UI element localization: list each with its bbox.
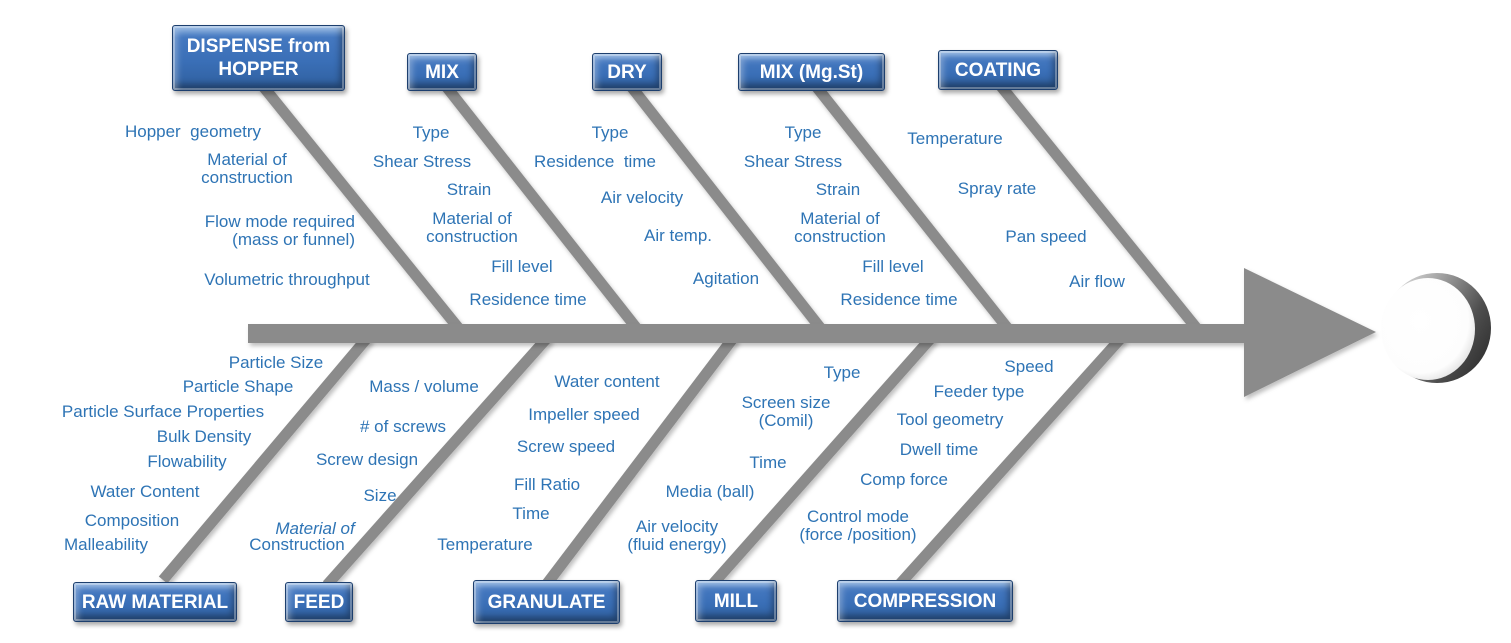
branch-box-feed: FEED (285, 582, 353, 622)
branch-box-dispense: DISPENSE from HOPPER (172, 25, 345, 91)
cause-flowability: Flowability (147, 452, 227, 471)
branch-box-mix-mgst: MIX (Mg.St) (738, 53, 885, 91)
cause-feed-construction: Construction (249, 535, 345, 554)
cause-dry-air-velocity: Air velocity (600, 188, 684, 207)
cause-mix-type: Type (412, 123, 450, 142)
cause-coating-air-flow: Air flow (1069, 272, 1125, 291)
cause-mix-material-of-construction: Material of construction (426, 209, 518, 246)
branch-box-mill-label: MILL (713, 590, 759, 612)
branch-line-dispense (257, 81, 465, 334)
cause-bulk-density: Bulk Density (156, 427, 252, 446)
cause-feeder-type: Feeder type (933, 382, 1025, 401)
cause-dry-agitation: Agitation (692, 269, 760, 288)
branch-box-raw-material-label: RAW MATERIAL (81, 591, 229, 613)
branch-box-compression-label: COMPRESSION (853, 590, 997, 612)
cause-tool-geometry: Tool geometry (896, 410, 1004, 429)
branch-box-dry-label: DRY (607, 61, 647, 83)
cause-dry-type: Type (591, 123, 629, 142)
cause-fill-ratio: Fill Ratio (513, 475, 581, 494)
branch-box-coating-label: COATING (954, 59, 1042, 81)
branch-line-raw-material (158, 333, 373, 584)
cause-coating-pan-speed: Pan speed (1005, 227, 1087, 246)
cause-mgst-type: Type (784, 123, 822, 142)
cause-mix-shear-stress: Shear Stress (372, 152, 472, 171)
arrowhead-icon (1244, 268, 1376, 397)
cause-impeller-speed: Impeller speed (528, 405, 640, 424)
branch-box-mix-label: MIX (425, 61, 459, 83)
branch-box-feed-label: FEED (293, 591, 345, 613)
cause-mgst-fill-level: Fill level (862, 257, 924, 276)
branch-line-compression (894, 333, 1127, 589)
cause-screen-size-comil: Screen size (Comil) (741, 393, 831, 430)
cause-particle-surface-properties: Particle Surface Properties (61, 402, 265, 421)
cause-coating-temperature: Temperature (907, 129, 1003, 148)
branch-line-feed (322, 333, 553, 589)
cause-mgst-residence-time: Residence time (840, 290, 958, 309)
cause-control-mode: Control mode (force /position) (799, 507, 917, 544)
branch-box-compression: COMPRESSION (837, 580, 1013, 622)
cause-volumetric-throughput: Volumetric throughput (204, 270, 370, 289)
cause-mix-residence-time: Residence time (469, 290, 587, 309)
branch-line-granulate (541, 333, 739, 589)
cause-number-of-screws: # of screws (360, 417, 446, 436)
cause-mix-strain: Strain (446, 180, 492, 199)
branch-line-dry (625, 81, 827, 334)
cause-water-content: Water Content (90, 482, 200, 501)
tablet-face (1381, 278, 1475, 380)
cause-flow-mode-required: Flow mode required (mass or funnel) (204, 212, 355, 249)
cause-granulate-time: Time (512, 504, 550, 523)
spine-line (248, 324, 1248, 343)
cause-mgst-material-of-construction: Material of construction (794, 209, 886, 246)
branch-box-granulate: GRANULATE (473, 580, 620, 624)
cause-malleability: Malleability (63, 535, 149, 554)
cause-dispense-material-of-construction: Material of construction (201, 150, 293, 187)
branch-box-raw-material: RAW MATERIAL (73, 582, 237, 622)
branch-line-mill (707, 333, 937, 589)
branch-box-mill: MILL (695, 580, 777, 622)
cause-screw-speed: Screw speed (516, 437, 616, 456)
branch-box-granulate-label: GRANULATE (487, 591, 606, 613)
branch-box-dry: DRY (592, 53, 662, 91)
cause-air-velocity-fluid-energy: Air velocity (fluid energy) (627, 517, 727, 554)
tablet-icon (1381, 273, 1491, 383)
cause-particle-size: Particle Size (228, 353, 324, 372)
cause-mill-time: Time (749, 453, 787, 472)
cause-particle-shape: Particle Shape (182, 377, 294, 396)
cause-mgst-strain: Strain (815, 180, 861, 199)
cause-compression-speed: Speed (1004, 357, 1054, 376)
cause-dry-residence-time: Residence time (534, 152, 656, 171)
cause-feed-size: Size (363, 486, 397, 505)
branch-box-mix: MIX (407, 53, 477, 91)
cause-media-ball: Media (ball) (665, 482, 755, 501)
branch-box-coating: COATING (938, 50, 1058, 90)
branch-line-mix (440, 81, 643, 334)
cause-mgst-shear-stress: Shear Stress (743, 152, 843, 171)
branch-line-coating (995, 81, 1203, 334)
cause-mix-fill-level: Fill level (491, 257, 553, 276)
cause-comp-force: Comp force (860, 470, 948, 489)
cause-mass-volume: Mass / volume (369, 377, 479, 396)
cause-hopper-geometry: Hopper geometry (124, 122, 262, 141)
branch-box-dispense-label: DISPENSE from HOPPER (186, 36, 331, 80)
cause-coating-spray-rate: Spray rate (957, 179, 1037, 198)
cause-granulate-temperature: Temperature (437, 535, 533, 554)
cause-mill-type: Type (823, 363, 861, 382)
cause-granulate-water-content: Water content (554, 372, 660, 391)
branch-line-mix-mgst (810, 81, 1014, 334)
cause-composition: Composition (84, 511, 180, 530)
cause-dry-air-temp: Air temp. (643, 226, 713, 245)
cause-screw-design: Screw design (315, 450, 419, 469)
branch-box-mix-mgst-label: MIX (Mg.St) (759, 61, 864, 83)
cause-dwell-time: Dwell time (899, 440, 979, 459)
cause-feed-material-of: Material of (275, 519, 355, 538)
